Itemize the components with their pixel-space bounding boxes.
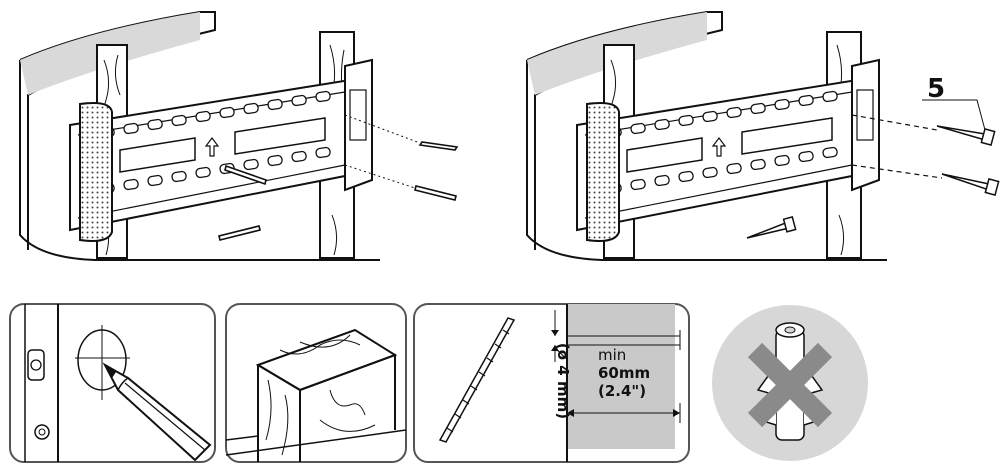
step-number-label: 5 [927,74,946,104]
depth-imperial: (2.4") [598,382,647,400]
wall-mount-with-pins [19,11,459,261]
drill-bit-icon [438,317,516,443]
drill-depth-label: min 60mm (2.4") [598,346,650,400]
depth-prefix: min [598,346,627,364]
screws [746,125,1000,239]
drill-diameter-label: (ø 4 mm) [554,342,572,420]
drill-panel [413,303,690,463]
mark-holes-panel [9,303,216,463]
wall-mount-with-screws [526,11,1000,261]
pencil-icon [102,362,212,462]
wall-plug-prohibited [712,305,868,461]
cross-icon [747,342,833,428]
wood-stud-panel [225,303,407,463]
depth-metric: 60mm [598,364,651,382]
marking-pins [218,141,459,241]
